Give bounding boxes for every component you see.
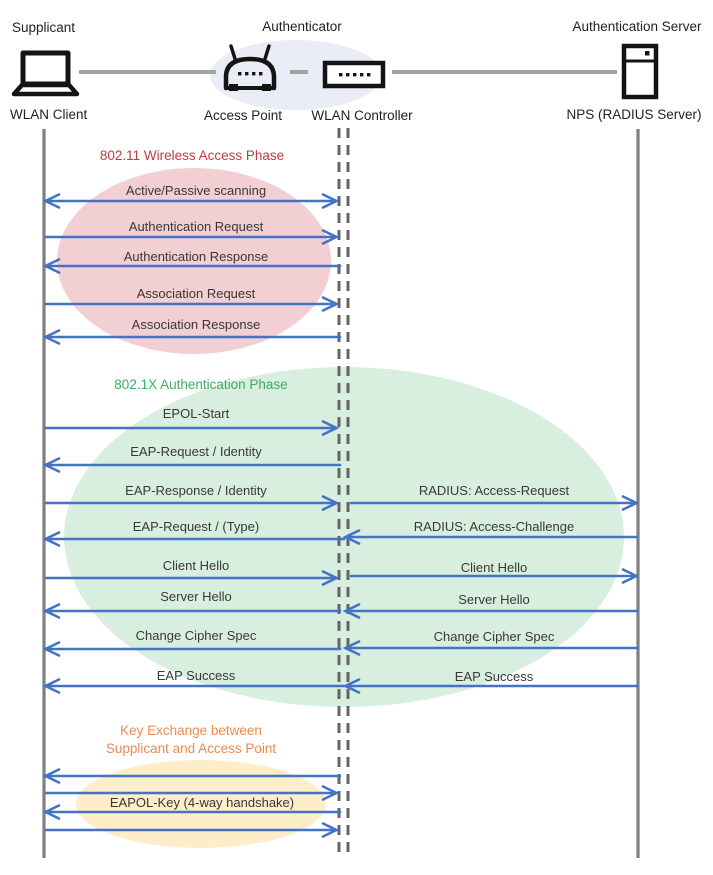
device-nps-radius-server: NPS (RADIUS Server) bbox=[566, 107, 702, 122]
arrow-change-cipher-spec-left bbox=[42, 641, 342, 657]
msg-association-request: Association Request bbox=[136, 286, 256, 301]
msg-client-hello-right: Client Hello bbox=[460, 560, 528, 575]
msg-eap-success-right: EAP Success bbox=[454, 669, 534, 684]
arrow-eapol-key-2 bbox=[44, 785, 340, 801]
arrow-eapol-key-1 bbox=[42, 768, 342, 784]
phase3-title-line1: Key Exchange between bbox=[120, 723, 262, 738]
arrow-eap-request-type bbox=[42, 531, 346, 547]
arrow-eapol-key-3 bbox=[42, 804, 342, 820]
arrow-server-hello-right bbox=[342, 603, 639, 619]
phase2-title: 802.1X Authentication Phase bbox=[114, 377, 288, 392]
arrow-active-passive-scanning bbox=[42, 193, 340, 209]
arrow-eap-success-left bbox=[42, 678, 346, 694]
wlan-controller-icon bbox=[322, 60, 386, 89]
arrow-authentication-request bbox=[44, 229, 340, 245]
phase1-title: 802.11 Wireless Access Phase bbox=[99, 148, 285, 163]
arrow-eap-success-right bbox=[342, 678, 639, 694]
msg-epol-start: EPOL-Start bbox=[162, 406, 230, 421]
laptop-icon bbox=[11, 50, 80, 97]
arrow-association-request bbox=[44, 296, 340, 312]
msg-change-cipher-spec-right: Change Cipher Spec bbox=[433, 629, 555, 644]
role-authentication-server: Authentication Server bbox=[572, 19, 702, 34]
phase1-ellipse bbox=[57, 168, 331, 354]
msg-client-hello-left: Client Hello bbox=[162, 558, 230, 573]
message-arrows bbox=[42, 193, 640, 838]
arrow-radius-access-challenge bbox=[342, 529, 639, 545]
device-wlan-client: WLAN Client bbox=[10, 107, 88, 122]
arrow-eap-response-identity bbox=[44, 495, 340, 511]
authenticator-dashed-lifeline bbox=[337, 128, 350, 856]
role-authenticator: Authenticator bbox=[262, 19, 342, 34]
msg-eap-response-identity: EAP-Response / Identity bbox=[125, 483, 267, 498]
arrow-radius-access-request bbox=[349, 495, 640, 511]
arrow-eapol-key-4 bbox=[44, 822, 340, 838]
msg-radius-access-request: RADIUS: Access-Request bbox=[418, 483, 570, 498]
arrow-server-hello-left bbox=[42, 603, 342, 619]
arrow-change-cipher-spec-right bbox=[342, 640, 639, 656]
arrow-epol-start bbox=[44, 420, 340, 436]
msg-eapol-key-4way-handshake: EAPOL-Key (4-way handshake) bbox=[109, 795, 295, 810]
controller-led-dots bbox=[339, 73, 371, 77]
phase3-ellipse bbox=[76, 760, 326, 848]
arrow-client-hello-left bbox=[44, 570, 340, 586]
msg-authentication-request: Authentication Request bbox=[128, 219, 264, 234]
msg-eap-request-identity: EAP-Request / Identity bbox=[130, 444, 262, 459]
arrow-client-hello-right bbox=[349, 568, 640, 584]
msg-eap-request-type: EAP-Request / (Type) bbox=[132, 519, 260, 534]
role-supplicant: Supplicant bbox=[12, 20, 76, 35]
server-icon bbox=[621, 43, 659, 100]
msg-eap-success-left: EAP Success bbox=[156, 668, 236, 683]
msg-server-hello-left: Server Hello bbox=[160, 589, 232, 604]
arrow-authentication-response bbox=[42, 258, 342, 274]
msg-radius-access-challenge: RADIUS: Access-Challenge bbox=[413, 519, 575, 534]
device-access-point: Access Point bbox=[203, 108, 283, 123]
phase3-title-line2: Supplicant and Access Point bbox=[105, 741, 277, 756]
device-wlan-controller: WLAN Controller bbox=[311, 108, 413, 123]
access-point-icon bbox=[223, 44, 277, 91]
msg-server-hello-right: Server Hello bbox=[458, 592, 530, 607]
arrow-eap-request-identity bbox=[42, 457, 342, 473]
msg-authentication-response: Authentication Response bbox=[123, 249, 269, 264]
msg-association-response: Association Response bbox=[131, 317, 261, 332]
msg-change-cipher-spec-left: Change Cipher Spec bbox=[135, 628, 257, 643]
access-point-led-dots bbox=[238, 72, 263, 76]
arrow-association-response bbox=[42, 329, 342, 345]
msg-active-passive-scanning: Active/Passive scanning bbox=[125, 183, 267, 198]
